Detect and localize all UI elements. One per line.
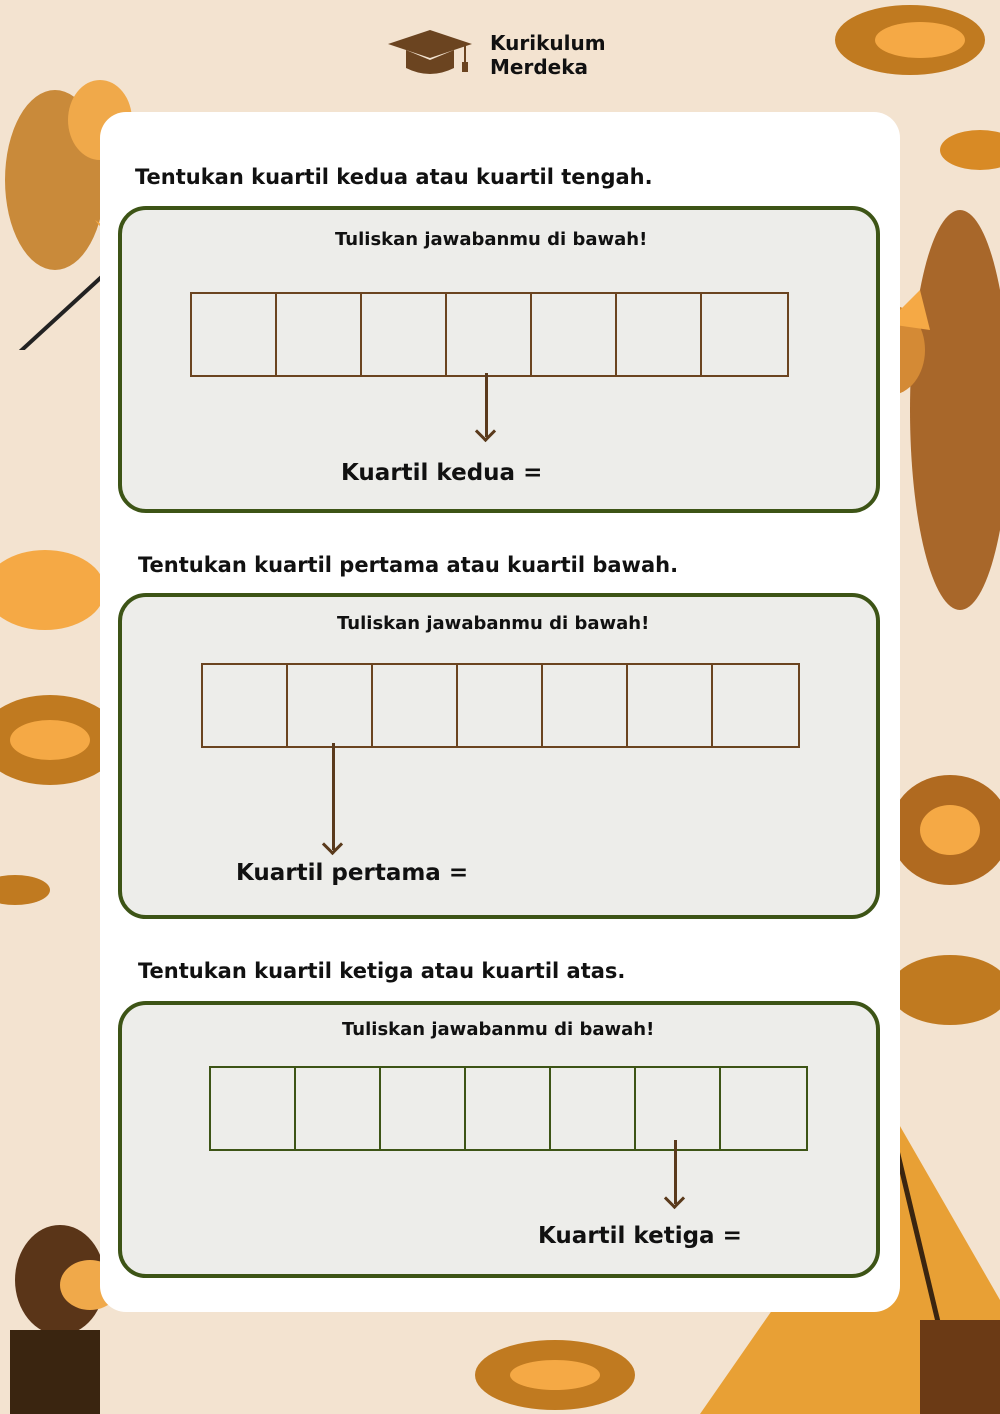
instruction-2: Tuliskan jawabanmu di bawah! [337,613,650,634]
cell[interactable] [211,1068,296,1149]
cloud-decoration-top-right [835,5,1000,170]
answer-cells-1 [190,292,789,377]
arrow-down-icon [674,1140,677,1204]
cell[interactable] [636,1068,721,1149]
cloud-decoration-bottom [475,1340,635,1410]
result-label-2: Kuartil pertama = [236,860,469,886]
answer-box-3 [118,1001,880,1278]
instruction-3: Tuliskan jawabanmu di bawah! [342,1019,655,1040]
wayang-decoration-bottom-left [10,1225,120,1414]
cloud-decoration-left [0,550,120,905]
cell[interactable] [721,1068,806,1149]
question-2: Tentukan kuartil pertama atau kuartil ba… [138,553,679,577]
cell[interactable] [617,294,702,375]
cell[interactable] [532,294,617,375]
question-3: Tentukan kuartil ketiga atau kuartil ata… [138,959,626,983]
cell[interactable] [702,294,787,375]
logo-line-1: Kurikulum [490,31,606,55]
arrow-down-icon [485,373,488,437]
cloud-decoration-right [890,775,1000,1025]
cell[interactable] [466,1068,551,1149]
cell[interactable] [447,294,532,375]
cell[interactable] [628,665,713,746]
cell[interactable] [458,665,543,746]
cell[interactable] [381,1068,466,1149]
cell[interactable] [551,1068,636,1149]
answer-cells-2 [201,663,800,748]
question-1: Tentukan kuartil kedua atau kuartil teng… [135,165,653,189]
result-label-1: Kuartil kedua = [341,460,543,486]
cell[interactable] [203,665,288,746]
graduation-cap-icon [388,30,472,74]
logo-line-2: Merdeka [490,55,589,79]
instruction-1: Tuliskan jawabanmu di bawah! [335,229,648,250]
cell[interactable] [362,294,447,375]
cell[interactable] [288,665,373,746]
answer-cells-3 [209,1066,808,1151]
cell[interactable] [373,665,458,746]
answer-box-2 [118,593,880,919]
cell[interactable] [713,665,798,746]
cell[interactable] [543,665,628,746]
answer-box-1 [118,206,880,513]
arrow-down-icon [332,743,335,850]
cell[interactable] [277,294,362,375]
cell[interactable] [192,294,277,375]
result-label-3: Kuartil ketiga = [538,1223,742,1249]
cell[interactable] [296,1068,381,1149]
